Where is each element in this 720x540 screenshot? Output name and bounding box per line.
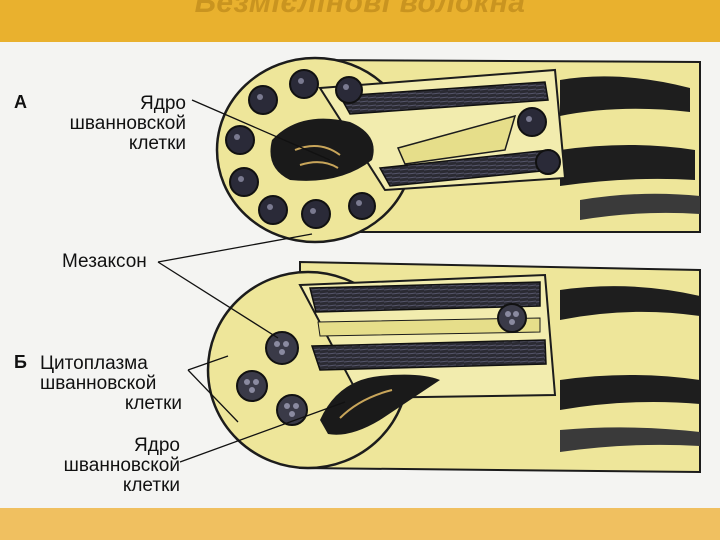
label-cytoplasm-line2: шванновской: [40, 374, 190, 394]
label-nucleus-a-line2: шванновской: [40, 114, 186, 134]
label-nucleus-b: Ядро шванновской клетки: [30, 436, 180, 496]
label-mesaxon: Мезаксон: [62, 252, 147, 272]
fiber-a: [217, 58, 700, 242]
label-nucleus-b-line3: клетки: [30, 476, 180, 496]
panel-b-letter: Б: [14, 352, 27, 373]
label-nucleus-b-line2: шванновской: [30, 456, 180, 476]
fiber-b: [208, 262, 700, 472]
label-cytoplasm-line1: Цитоплазма: [40, 354, 190, 374]
label-cytoplasm-line3: клетки: [40, 394, 182, 414]
label-nucleus-b-line1: Ядро: [30, 436, 180, 456]
label-nucleus-a-line1: Ядро: [40, 94, 186, 114]
label-cytoplasm: Цитоплазма шванновской клетки: [40, 354, 190, 414]
label-nucleus-a-line3: клетки: [40, 134, 186, 154]
panel-a-letter: А: [14, 92, 27, 113]
label-nucleus-a: Ядро шванновской клетки: [40, 94, 186, 154]
